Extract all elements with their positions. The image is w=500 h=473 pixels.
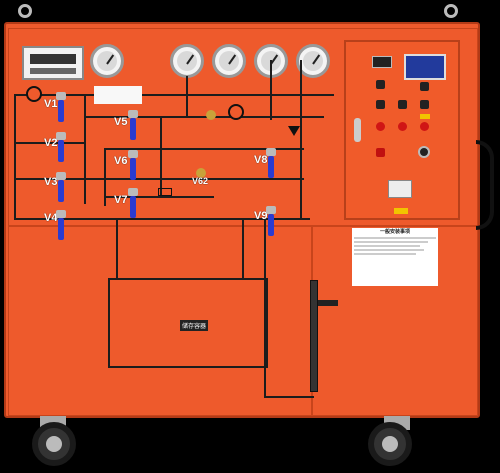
valve-v4[interactable] bbox=[58, 218, 64, 240]
instruction-sticker bbox=[94, 86, 142, 104]
circuit-breaker[interactable] bbox=[388, 180, 412, 198]
power-cable bbox=[476, 140, 494, 230]
pipe bbox=[14, 94, 334, 96]
pressure-gauge-icon bbox=[212, 44, 246, 78]
stop-button[interactable] bbox=[420, 82, 429, 91]
pipe bbox=[186, 76, 188, 116]
valve-v5[interactable] bbox=[130, 118, 136, 140]
valve-handle-icon[interactable] bbox=[128, 150, 138, 158]
pipe bbox=[300, 60, 302, 220]
valve-v8[interactable] bbox=[268, 156, 274, 178]
valve-v7[interactable] bbox=[130, 196, 136, 218]
storage-tank-diagram: 储存容器 bbox=[108, 278, 268, 368]
pump-icon bbox=[26, 86, 42, 102]
lifting-eye-right bbox=[444, 4, 458, 18]
notice-title: 一般安装事项 bbox=[379, 229, 410, 235]
pressure-gauge-icon bbox=[90, 44, 124, 78]
pipe bbox=[14, 178, 304, 180]
warning-label bbox=[394, 208, 408, 214]
pipe bbox=[264, 220, 266, 396]
pipe bbox=[84, 116, 324, 118]
pipe bbox=[104, 148, 304, 150]
valve-v1[interactable] bbox=[58, 100, 64, 122]
indicator-light bbox=[420, 122, 429, 131]
fitting-icon bbox=[206, 110, 216, 120]
start-button[interactable] bbox=[376, 80, 385, 89]
filter-icon bbox=[158, 188, 172, 196]
wheel-icon bbox=[368, 422, 412, 466]
pipe bbox=[84, 94, 86, 204]
valve-handle-icon[interactable] bbox=[128, 110, 138, 118]
door-handle[interactable] bbox=[354, 118, 361, 142]
valve-v2[interactable] bbox=[58, 140, 64, 162]
pipe bbox=[104, 148, 106, 206]
safety-notice: 一般安装事项 bbox=[352, 228, 438, 286]
valve-v6[interactable] bbox=[130, 158, 136, 180]
pipe bbox=[104, 196, 214, 198]
display-window bbox=[372, 56, 392, 68]
level-gauge bbox=[310, 280, 318, 392]
valve-handle-icon[interactable] bbox=[56, 132, 66, 140]
valve-v3[interactable] bbox=[58, 180, 64, 202]
valve-label-v62: V62 bbox=[192, 176, 209, 186]
valve-label-v6: V6 bbox=[114, 155, 128, 167]
fitting-icon bbox=[196, 168, 206, 178]
valve-v9[interactable] bbox=[268, 214, 274, 236]
control-button[interactable] bbox=[420, 100, 429, 109]
yellow-label bbox=[420, 114, 430, 119]
valve-label-v8: V8 bbox=[254, 154, 268, 166]
pipe bbox=[116, 220, 118, 280]
valve-label-v4: V4 bbox=[44, 212, 58, 224]
valve-handle-icon[interactable] bbox=[266, 148, 276, 156]
valve-handle-icon[interactable] bbox=[266, 206, 276, 214]
indicator-light bbox=[376, 122, 385, 131]
wheel-hub bbox=[382, 436, 398, 452]
tank-label: 储存容器 bbox=[180, 320, 209, 331]
valve-handle-icon[interactable] bbox=[128, 188, 138, 196]
pipe bbox=[270, 60, 272, 120]
wheel-hub bbox=[46, 436, 62, 452]
pressure-gauge-icon bbox=[170, 44, 204, 78]
valve-label-v5: V5 bbox=[114, 116, 128, 128]
indicator-light bbox=[398, 122, 407, 131]
pipe bbox=[14, 142, 84, 144]
valve-handle-icon[interactable] bbox=[56, 210, 66, 218]
control-button[interactable] bbox=[398, 100, 407, 109]
pipe bbox=[242, 220, 244, 280]
valve-handle-icon[interactable] bbox=[56, 172, 66, 180]
pump-icon bbox=[228, 104, 244, 120]
valve-label-v1: V1 bbox=[44, 98, 58, 110]
valve-label-v3: V3 bbox=[44, 176, 58, 188]
valve-label-v7: V7 bbox=[114, 194, 128, 206]
lifting-eye-left bbox=[18, 4, 32, 18]
check-valve-icon bbox=[288, 126, 300, 136]
valve-handle-icon[interactable] bbox=[56, 92, 66, 100]
pipe bbox=[264, 396, 314, 398]
valve-label-v2: V2 bbox=[44, 137, 58, 149]
pipe bbox=[14, 218, 310, 220]
digital-display bbox=[22, 46, 84, 80]
valve-label-v9: V9 bbox=[254, 210, 268, 222]
pipe bbox=[14, 94, 16, 220]
level-gauge-tag bbox=[318, 300, 338, 306]
digital-controller bbox=[404, 54, 446, 80]
power-button[interactable] bbox=[376, 148, 385, 157]
switch-icon[interactable] bbox=[418, 146, 430, 158]
control-button[interactable] bbox=[376, 100, 385, 109]
pipe bbox=[160, 116, 162, 196]
